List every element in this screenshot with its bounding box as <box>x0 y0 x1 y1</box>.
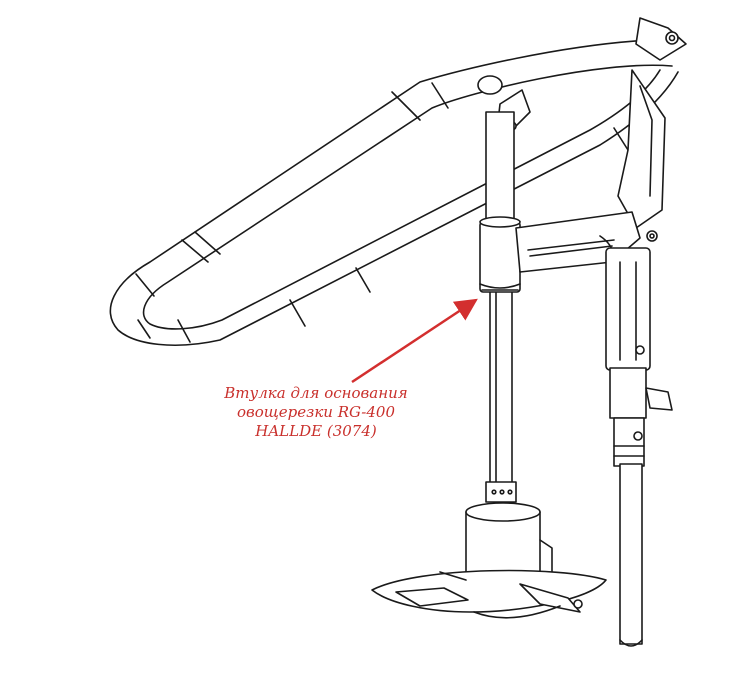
handle-tube <box>109 39 679 346</box>
top-pivot <box>635 17 687 61</box>
part-callout-label: Втулка для основания овощерезки RG-400 H… <box>200 384 432 441</box>
callout-line-2: овощерезки RG-400 <box>237 403 395 421</box>
main-column <box>485 111 515 487</box>
base-foot-plate <box>371 569 607 619</box>
callout-line-1: Втулка для основания <box>224 384 408 402</box>
callout-line-3: HALLDE (3074) <box>255 422 377 440</box>
bushing-sleeve <box>479 216 521 293</box>
leader-arrow <box>351 298 478 384</box>
right-pillar <box>605 247 673 647</box>
column-collar <box>485 481 517 503</box>
